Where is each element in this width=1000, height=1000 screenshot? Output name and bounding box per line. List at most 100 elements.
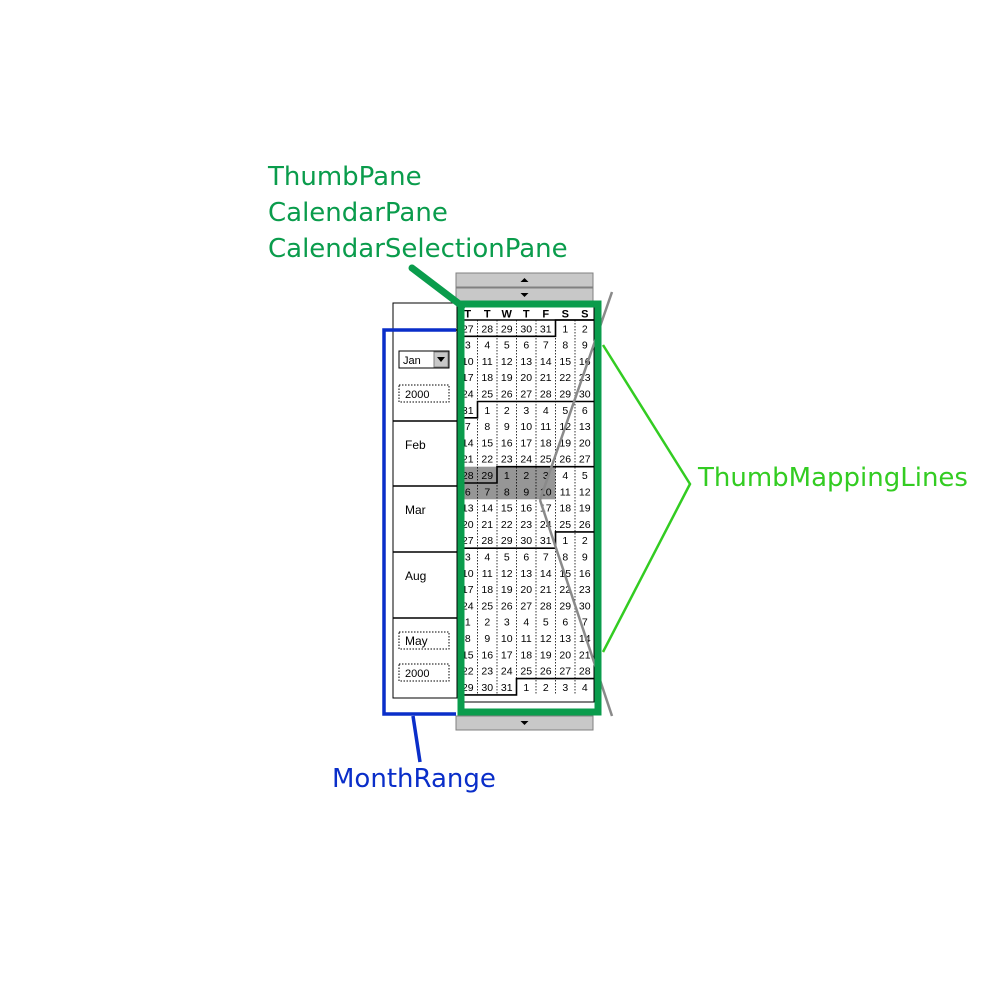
calendar-day[interactable]: 20 [520,372,532,384]
calendar-day[interactable]: 1 [504,470,510,482]
calendar-day[interactable]: 13 [462,503,474,515]
calendar-day[interactable]: 28 [481,535,493,547]
scroll-up-secondary-button[interactable] [455,287,594,303]
calendar-day[interactable]: 22 [462,666,474,678]
calendar-day[interactable]: 10 [520,421,532,433]
calendar-day[interactable]: 1 [562,323,568,335]
calendar-day[interactable]: 15 [501,503,513,515]
calendar-day[interactable]: 10 [501,633,513,645]
calendar-day[interactable]: 28 [481,323,493,335]
calendar-day[interactable]: 28 [540,389,552,401]
calendar-day[interactable]: 16 [481,649,493,661]
calendar-day[interactable]: 27 [462,535,474,547]
calendar-day[interactable]: 11 [560,486,571,498]
calendar-day[interactable]: 6 [523,552,529,564]
calendar-day[interactable]: 1 [523,682,529,694]
calendar-day[interactable]: 23 [579,584,591,596]
calendar-day[interactable]: 31 [462,405,474,417]
calendar-day[interactable]: 28 [540,600,552,612]
calendar-day[interactable]: 26 [501,600,513,612]
calendar-day[interactable]: 18 [481,372,493,384]
calendar-day[interactable]: 28 [462,470,474,482]
calendar-day[interactable]: 5 [562,405,568,417]
calendar-day[interactable]: 24 [520,454,532,466]
calendar-day[interactable]: 17 [462,372,474,384]
calendar-day[interactable]: 13 [520,568,532,580]
calendar-day[interactable]: 6 [582,405,588,417]
calendar-day[interactable]: 25 [520,666,532,678]
calendar-day[interactable]: 29 [501,535,513,547]
calendar-day[interactable]: 3 [465,340,471,352]
calendar-day[interactable]: 25 [540,454,552,466]
calendar-day[interactable]: 5 [504,340,510,352]
calendar-day[interactable]: 19 [579,503,591,515]
calendar-day[interactable]: 23 [501,454,513,466]
month-dropdown[interactable]: Jan [398,350,450,369]
calendar-day[interactable]: 29 [481,470,493,482]
calendar-day[interactable]: 18 [559,503,571,515]
calendar-day[interactable]: 12 [540,633,552,645]
calendar-day[interactable]: 3 [504,617,510,629]
month-edit-field[interactable]: May [398,631,450,650]
calendar-day[interactable]: 26 [540,666,552,678]
calendar-day[interactable]: 2 [582,535,588,547]
calendar-day[interactable]: 7 [582,617,588,629]
year-field[interactable]: 2000 [398,384,450,403]
calendar-day[interactable]: 18 [540,437,552,449]
month-band-label[interactable]: Feb [405,438,426,452]
calendar-day[interactable]: 12 [579,486,591,498]
calendar-day[interactable]: 27 [579,454,591,466]
calendar-day[interactable]: 22 [559,372,571,384]
calendar-day[interactable]: 25 [559,519,571,531]
calendar-day[interactable]: 10 [462,356,474,368]
calendar-day[interactable]: 2 [543,682,549,694]
calendar-day[interactable]: 7 [543,340,549,352]
scroll-down-button[interactable] [455,715,594,731]
calendar-day[interactable]: 15 [559,356,571,368]
calendar-day[interactable]: 13 [559,633,571,645]
calendar-day[interactable]: 9 [523,486,529,498]
calendar-day[interactable]: 19 [501,372,513,384]
calendar-day[interactable]: 11 [521,633,532,645]
calendar-day[interactable]: 11 [482,568,493,580]
calendar-day[interactable]: 3 [562,682,568,694]
calendar-day[interactable]: 28 [579,666,591,678]
calendar-day[interactable]: 26 [579,519,591,531]
calendar-day[interactable]: 21 [462,454,474,466]
calendar-day[interactable]: 31 [540,323,552,335]
calendar-day[interactable]: 27 [520,600,532,612]
calendar-day[interactable]: 2 [582,323,588,335]
calendar-day[interactable]: 14 [481,503,493,515]
calendar-day[interactable]: 26 [559,454,571,466]
calendar-day[interactable]: 11 [540,421,551,433]
calendar-day[interactable]: 24 [462,600,474,612]
calendar-day[interactable]: 10 [462,568,474,580]
calendar-day[interactable]: 30 [520,323,532,335]
calendar-day[interactable]: 17 [501,649,513,661]
calendar-day[interactable]: 17 [462,584,474,596]
calendar-day[interactable]: 4 [484,552,490,564]
calendar-day[interactable]: 5 [582,470,588,482]
calendar-day[interactable]: 6 [562,617,568,629]
calendar-day[interactable]: 14 [540,568,552,580]
calendar-day[interactable]: 7 [543,552,549,564]
calendar-day[interactable]: 17 [540,503,552,515]
calendar-day[interactable]: 22 [501,519,513,531]
calendar-day[interactable]: 3 [523,405,529,417]
calendar-day[interactable]: 25 [481,600,493,612]
calendar-day[interactable]: 29 [462,682,474,694]
calendar-day[interactable]: 29 [501,323,513,335]
calendar-day[interactable]: 8 [562,340,568,352]
calendar-day[interactable]: 21 [481,519,493,531]
calendar-day[interactable]: 2 [523,470,529,482]
calendar-day[interactable]: 14 [579,633,591,645]
calendar-day[interactable]: 30 [520,535,532,547]
calendar-day[interactable]: 9 [582,340,588,352]
calendar-day[interactable]: 9 [484,633,490,645]
calendar-day[interactable]: 21 [540,372,552,384]
calendar-day[interactable]: 13 [520,356,532,368]
month-band-label[interactable]: Mar [405,503,426,517]
calendar-day[interactable]: 5 [543,617,549,629]
calendar-day[interactable]: 4 [562,470,568,482]
calendar-day[interactable]: 24 [462,389,474,401]
